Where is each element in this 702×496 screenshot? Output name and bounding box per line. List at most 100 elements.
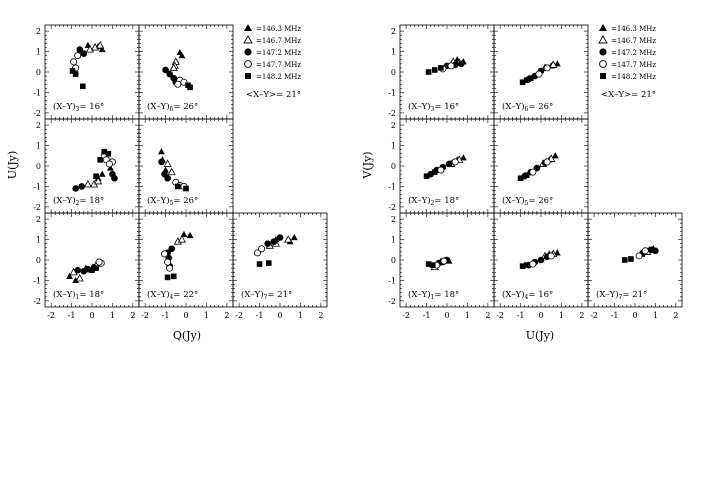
- triangle-filled-point: [180, 230, 188, 238]
- legend-filled-circle-marker: [244, 48, 252, 56]
- legend-filled-triangle-marker: [599, 24, 607, 31]
- circle-filled-point: [111, 174, 118, 182]
- legend-filled-square-marker: [600, 73, 606, 79]
- circle-filled-point: [264, 240, 272, 247]
- circle-open-point: [641, 247, 649, 255]
- circle-filled-point: [166, 70, 173, 78]
- triangle-open-point: [163, 159, 172, 167]
- x-tick-label: 0: [277, 311, 282, 320]
- circle-filled-point: [164, 174, 171, 182]
- square-filled-point: [89, 267, 95, 274]
- y-tick-label: 2: [36, 27, 41, 36]
- square-filled-point: [175, 183, 181, 190]
- y-tick-label: -2: [33, 109, 41, 118]
- x-tick-label: 1: [559, 311, 564, 320]
- y-tick-label: 0: [36, 68, 41, 77]
- x-tick-label: 1: [298, 311, 303, 320]
- circle-open-point: [164, 258, 172, 266]
- y-tick-label: 1: [391, 236, 396, 245]
- x-tick-label: 0: [183, 311, 188, 320]
- square-filled-point: [423, 173, 430, 180]
- y-tick-label: 1: [36, 236, 41, 245]
- panel-label: (X–Y)6= 26°: [147, 101, 198, 113]
- triangle-filled-point: [290, 233, 298, 241]
- circle-filled-point: [537, 256, 545, 264]
- panel-label: (X–Y)3= 16°: [53, 101, 104, 113]
- y-tick-label: 2: [391, 215, 396, 224]
- legend-label-148-2: =148.2 MHz: [611, 73, 656, 81]
- x-tick-label: -2: [590, 311, 598, 320]
- legend-open-triangle-marker: [243, 35, 253, 44]
- legend-mean-note: <X–Y>= 21°: [601, 90, 656, 100]
- legend-filled-square-marker: [245, 73, 251, 79]
- square-filled-point: [517, 175, 524, 182]
- legend-label-147-7: =147.7 MHz: [256, 61, 301, 69]
- circle-filled-point: [158, 158, 165, 166]
- x-tick-label: 0: [538, 311, 543, 320]
- legend-label-147-7: =147.7 MHz: [611, 61, 656, 69]
- square-filled-point: [187, 84, 193, 91]
- y-tick-label: -1: [388, 276, 396, 285]
- y-tick-label: 0: [36, 162, 41, 171]
- x-tick-label: -2: [235, 311, 243, 320]
- triangle-filled-point: [98, 170, 106, 177]
- panel-label: (X–Y)7= 21°: [241, 289, 292, 301]
- triangle-open-point: [169, 63, 178, 71]
- y-tick-label: -2: [388, 297, 396, 306]
- triangle-filled-point: [178, 52, 186, 59]
- circle-filled-point: [168, 245, 175, 253]
- left-legend: =146.3 MHz =146.7 MHz =147.2 MHz =147.7 …: [243, 24, 301, 100]
- panel-label: (X–Y)3= 16°: [408, 101, 459, 113]
- panel-label: (X–Y)5= 26°: [147, 195, 198, 207]
- x-tick-label: -1: [611, 311, 619, 320]
- x-tick-label: -1: [423, 311, 431, 320]
- y-tick-label: 1: [36, 48, 41, 57]
- circle-open-point: [254, 249, 262, 257]
- x-tick-label: 2: [673, 311, 678, 320]
- circle-open-point: [258, 245, 266, 253]
- y-tick-label: 0: [391, 256, 396, 265]
- triangle-open-point: [96, 41, 105, 49]
- y-tick-label: 2: [36, 215, 41, 224]
- x-tick-label: 1: [204, 311, 209, 320]
- x-tick-label: 1: [653, 311, 658, 320]
- legend-label-146-3: =146.3 MHz: [256, 25, 301, 33]
- triangle-open-point: [167, 167, 176, 176]
- x-tick-label: 2: [130, 311, 135, 320]
- y-tick-label: 2: [391, 121, 396, 130]
- x-tick-label: 1: [465, 311, 470, 320]
- right-panel-2: (X–Y)6= 26°: [493, 24, 589, 120]
- x-tick-label: -1: [517, 311, 525, 320]
- triangle-open-point: [75, 273, 84, 282]
- square-filled-point: [170, 273, 177, 280]
- panel-label: (X–Y)5= 26°: [502, 195, 553, 207]
- circle-open-point: [95, 258, 103, 266]
- circle-open-point: [547, 252, 555, 260]
- circle-open-point: [543, 64, 551, 72]
- square-filled-point: [431, 67, 438, 73]
- x-tick-label: -2: [47, 311, 55, 320]
- panel-label: (X–Y)4= 16°: [502, 289, 553, 301]
- triangle-open-point: [94, 176, 103, 185]
- y-tick-label: -1: [33, 276, 41, 285]
- x-tick-label: -1: [68, 311, 76, 320]
- square-filled-point: [429, 262, 436, 268]
- circle-open-point: [161, 250, 169, 258]
- circle-filled-point: [162, 66, 169, 74]
- square-filled-point: [425, 69, 432, 75]
- panel-label: (X–Y)2= 18°: [408, 195, 459, 207]
- triangle-filled-point: [98, 45, 106, 53]
- legend-label-148-2: =148.2 MHz: [256, 73, 301, 81]
- triangle-filled-point: [158, 148, 165, 155]
- panel-label: (X–Y)2= 18°: [53, 195, 104, 207]
- y-tick-label: -1: [388, 182, 396, 191]
- y-tick-label: 0: [391, 68, 396, 77]
- panel-label: (X–Y)4= 22°: [147, 289, 198, 301]
